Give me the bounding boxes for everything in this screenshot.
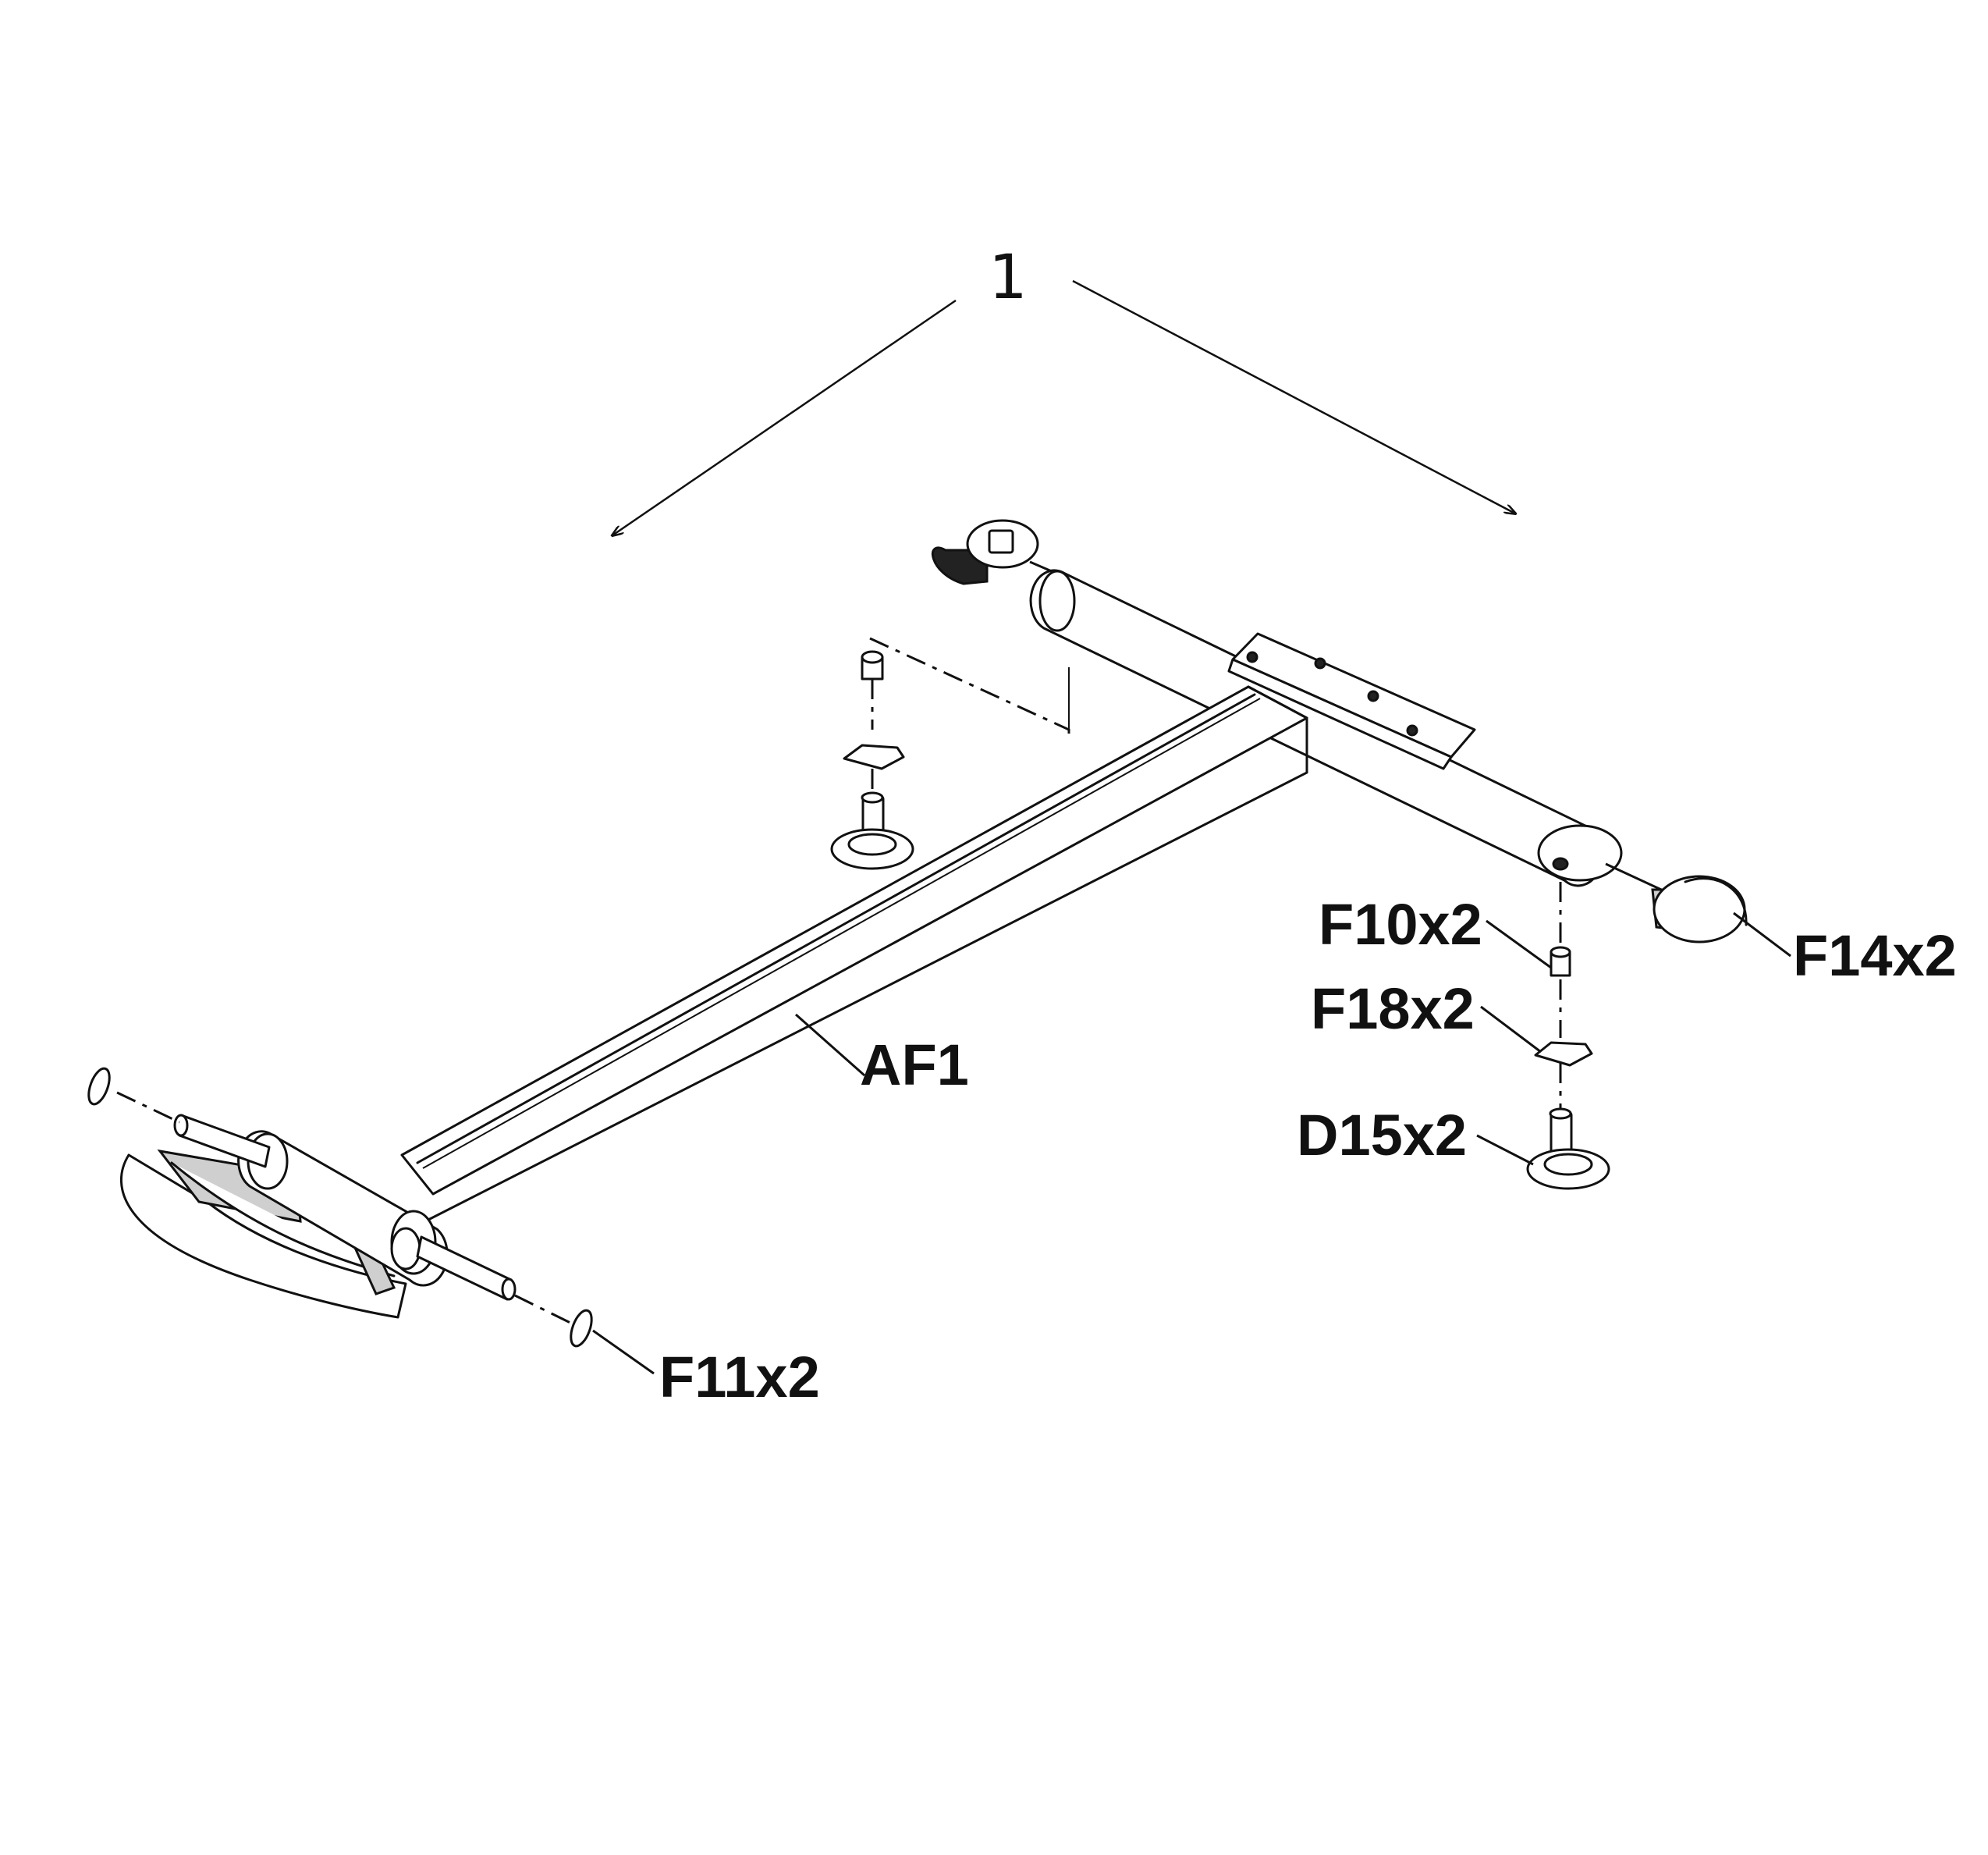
rear-right-end-cap	[1605, 862, 1748, 943]
rear-left-end-cap	[932, 519, 1081, 585]
label-f18: F18x2	[1311, 976, 1475, 1041]
front-base	[87, 1067, 593, 1348]
left-foot-assembly	[830, 637, 1070, 870]
washer-f11-left	[87, 1067, 111, 1106]
label-f11: F11x2	[659, 1345, 820, 1409]
part-labels: AF1 F10x2 F14x2 F18x2 D15x2 F11x2	[659, 892, 1957, 1409]
assembly-arrow-right	[1072, 279, 1515, 514]
label-leaders	[592, 912, 1791, 1375]
assembly-callout: 1	[612, 243, 1515, 535]
label-f14: F14x2	[1793, 923, 1957, 988]
right-foot-assembly	[1526, 882, 1610, 1190]
rear-mount-plate	[1227, 632, 1476, 770]
assembly-arrow-left	[612, 299, 957, 535]
assembly-number: 1	[989, 243, 1028, 313]
label-d15: D15x2	[1297, 1103, 1467, 1167]
washer-f11-right	[570, 1309, 593, 1348]
rear-cross-tube	[932, 519, 1748, 943]
label-f10: F10x2	[1319, 892, 1482, 957]
label-af1: AF1	[860, 1032, 969, 1097]
main-frame-tube	[400, 685, 1308, 1223]
